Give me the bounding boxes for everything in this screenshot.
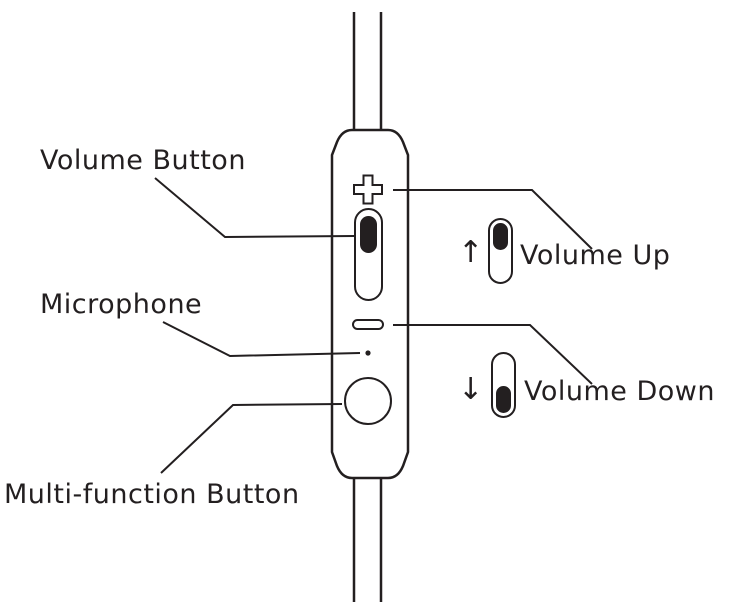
legend-volume-up: ↑ Volume Up [458, 218, 670, 284]
up-arrow-icon: ↑ [458, 235, 483, 270]
remote-body [330, 128, 410, 480]
plus-icon [353, 174, 383, 205]
down-arrow-icon: ↓ [458, 372, 483, 407]
multi-function-button[interactable] [344, 377, 392, 425]
label-multi-function-button: Multi-function Button [4, 479, 300, 510]
label-volume-button: Volume Button [40, 145, 246, 176]
leader-line-multi-function [160, 403, 343, 474]
leader-line-volume-button [154, 177, 356, 239]
switch-down-outline [491, 352, 516, 418]
volume-rocker[interactable] [354, 208, 383, 301]
label-microphone: Microphone [40, 289, 202, 320]
legend-volume-down: ↓ Volume Down [458, 352, 715, 418]
volume-rocker-knob [360, 216, 377, 253]
minus-icon [352, 319, 384, 330]
switch-up-outline [488, 218, 513, 284]
label-volume-up: Volume Up [520, 240, 670, 271]
microphone-hole [365, 350, 371, 356]
cable-top [352, 12, 383, 130]
label-volume-down: Volume Down [524, 376, 715, 407]
switch-up-knob [493, 223, 508, 250]
leader-line-volume-up [393, 189, 593, 250]
cable-bottom [352, 478, 383, 602]
switch-down-knob [496, 386, 511, 413]
leader-line-volume-down [393, 324, 593, 385]
leader-line-microphone [162, 321, 361, 358]
